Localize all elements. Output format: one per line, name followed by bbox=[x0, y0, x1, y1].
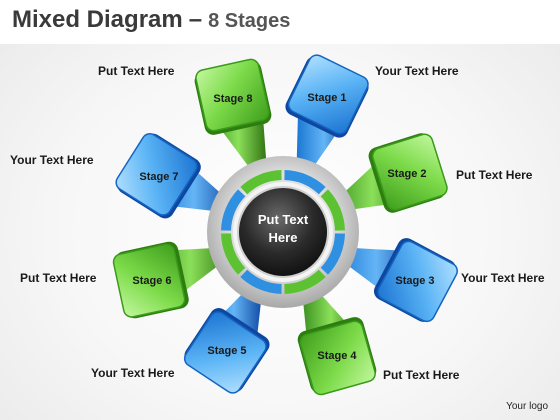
stage-box bbox=[373, 238, 458, 323]
page-title: Mixed Diagram–8 Stages bbox=[12, 6, 290, 34]
center-hub bbox=[237, 186, 329, 278]
stage-box bbox=[194, 58, 272, 135]
stage-label: Stage 1 bbox=[307, 92, 346, 104]
callout-stage-6: Put Text Here bbox=[20, 271, 97, 285]
ring-segment bbox=[284, 170, 326, 195]
title-main: Mixed Diagram bbox=[12, 6, 183, 33]
stage-box bbox=[112, 241, 189, 319]
stage-label: Stage 3 bbox=[395, 275, 434, 287]
stage-label: Stage 8 bbox=[213, 93, 252, 105]
ring-segment bbox=[221, 233, 246, 275]
callout-stage-3: Your Text Here bbox=[461, 271, 545, 285]
stage-box-face bbox=[195, 58, 270, 132]
callout-stage-1: Your Text Here bbox=[375, 64, 459, 78]
stage-box-face bbox=[299, 320, 376, 396]
stage-box-face bbox=[112, 243, 186, 318]
center-text-line1: Put Text bbox=[258, 212, 309, 227]
ring-segment bbox=[240, 170, 282, 195]
ring-segment bbox=[320, 189, 345, 231]
callout-stage-7: Your Text Here bbox=[10, 153, 94, 167]
segment-ring bbox=[221, 170, 345, 294]
logo-text: Your logo bbox=[506, 401, 548, 412]
stage-boxes: Stage 1 Stage 2 Stage 3 Stage 4 Stage 5 Stage… bbox=[112, 54, 458, 396]
stage-box bbox=[368, 133, 448, 213]
stage-box bbox=[183, 308, 270, 394]
stage-box-face bbox=[183, 311, 267, 394]
title-bar: Mixed Diagram–8 Stages bbox=[0, 0, 560, 44]
ring-segment bbox=[320, 233, 345, 275]
stage-box-face bbox=[377, 240, 458, 323]
stage-box-face bbox=[371, 133, 448, 211]
stage-box bbox=[297, 317, 377, 396]
callout-stage-2: Put Text Here bbox=[456, 168, 533, 182]
callout-stage-5: Your Text Here bbox=[91, 366, 175, 380]
stage-label: Stage 7 bbox=[139, 171, 178, 183]
ring-segment bbox=[284, 269, 326, 294]
ring-segment bbox=[240, 269, 282, 294]
stage-box-face bbox=[115, 133, 198, 216]
center-text-line2: Here bbox=[269, 230, 298, 245]
title-dash: – bbox=[188, 6, 203, 33]
stage-box-face bbox=[287, 54, 369, 135]
stage-box bbox=[285, 54, 369, 138]
stage-label: Stage 5 bbox=[207, 345, 246, 357]
callout-stage-8: Put Text Here bbox=[98, 64, 175, 78]
ring-segment bbox=[221, 189, 246, 231]
stage-box bbox=[115, 133, 201, 219]
stage-label: Stage 4 bbox=[317, 350, 357, 362]
stage-label: Stage 6 bbox=[132, 275, 171, 287]
title-sub: 8 Stages bbox=[208, 10, 291, 32]
callout-stage-4: Put Text Here bbox=[383, 368, 460, 382]
stage-label: Stage 2 bbox=[387, 168, 426, 180]
